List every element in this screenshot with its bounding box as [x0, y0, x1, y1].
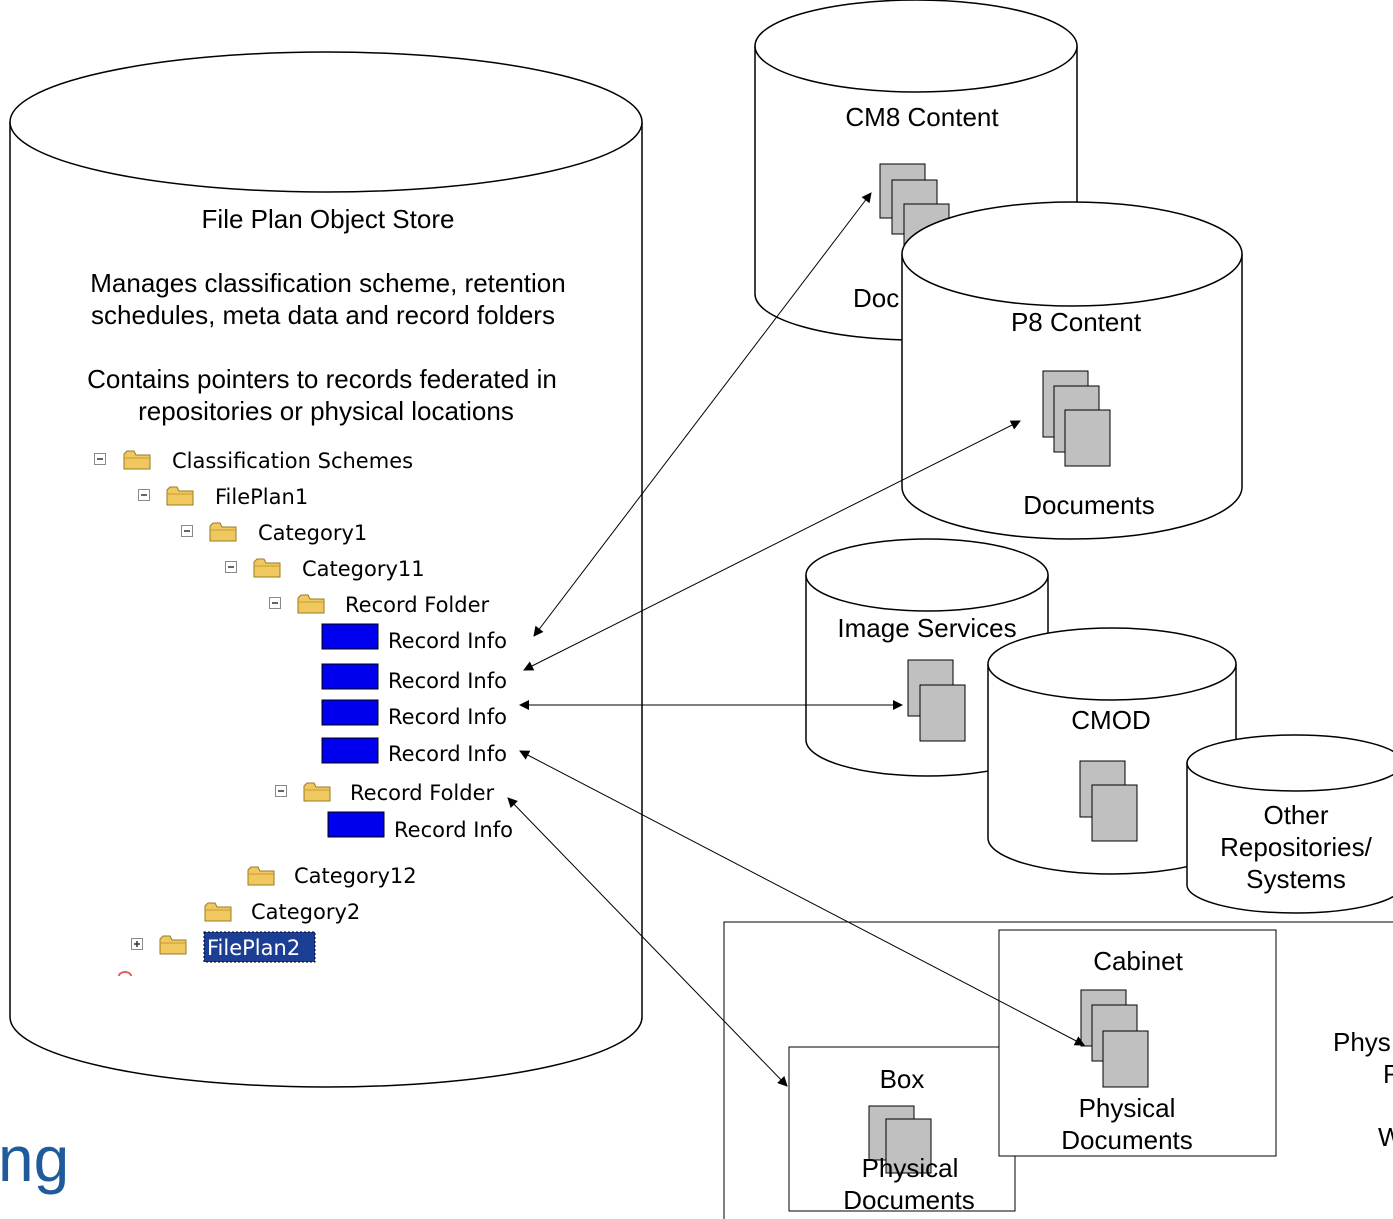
other-repositories-cylinder: [1186, 734, 1393, 914]
tree-category1[interactable]: Category1: [180, 521, 368, 545]
record-icon: [321, 623, 379, 650]
partial-tree-icon: [118, 971, 132, 977]
record-icon: [321, 737, 379, 764]
tree-label: Category12: [294, 864, 417, 888]
tree-fileplan2[interactable]: FilePlan2: [130, 931, 316, 963]
expand-icon[interactable]: [130, 937, 144, 951]
p8-documents-icon: [1042, 370, 1111, 467]
p8-title: P8 Content: [1011, 307, 1142, 337]
collapse-icon[interactable]: [93, 452, 107, 466]
tree-label: Category2: [251, 900, 360, 924]
cabinet-documents-icon: [1080, 989, 1149, 1088]
cabinet-caption-line-2: Documents: [1061, 1125, 1193, 1155]
tree-classification-schemes[interactable]: Classification Schemes: [93, 449, 414, 473]
tree-label: Record Info: [388, 705, 507, 729]
cm8-caption: Doc: [853, 283, 899, 313]
tree-label: Category1: [258, 521, 367, 545]
other-repos-line-3: Systems: [1246, 864, 1346, 894]
box-caption-line-2: Documents: [843, 1185, 975, 1215]
tree-label: Record Info: [388, 669, 507, 693]
cmod-title: CMOD: [1071, 705, 1150, 735]
tree-label: Record Folder: [345, 593, 489, 617]
tree-record-info-5[interactable]: Record Info: [327, 811, 513, 842]
tree-record-folder-2[interactable]: Record Folder: [274, 781, 495, 805]
cabinet-title: Cabinet: [1093, 946, 1183, 976]
tree-label: Classification Schemes: [172, 449, 413, 473]
box-documents-icon: [868, 1105, 932, 1174]
box-title: Box: [880, 1064, 925, 1094]
fileplan-store-cylinder: [9, 51, 643, 1088]
tree-record-info-1[interactable]: Record Info: [321, 623, 507, 653]
arrow-folder-to-box: [507, 797, 788, 1087]
record-icon: [321, 663, 379, 690]
fileplan-store-desc-1: Manages classification scheme, retention: [90, 268, 565, 298]
physical-side-text-3: W: [1378, 1122, 1393, 1152]
tree-label: FilePlan2: [207, 936, 300, 960]
tree-label: FilePlan1: [215, 485, 308, 509]
fileplan-store-desc-4: repositories or physical locations: [138, 396, 514, 426]
tree-label: Record Info: [388, 742, 507, 766]
cm8-title: CM8 Content: [845, 102, 999, 132]
tree-record-info-4[interactable]: Record Info: [321, 737, 507, 766]
physical-side-text-2: R: [1383, 1059, 1393, 1089]
other-repos-line-2: Repositories/: [1220, 832, 1373, 862]
tree-label: Record Folder: [350, 781, 494, 805]
record-icon: [327, 811, 385, 838]
other-repos-line-1: Other: [1263, 800, 1328, 830]
tree-label: Record Info: [394, 818, 513, 842]
collapse-icon[interactable]: [137, 488, 151, 502]
fileplan-store-desc-3: Contains pointers to records federated i…: [87, 364, 557, 394]
box-caption-line-1: Physical: [862, 1153, 959, 1183]
tree-label: Category11: [302, 557, 425, 581]
record-icon: [321, 699, 379, 726]
tree-fileplan1[interactable]: FilePlan1: [137, 485, 309, 509]
corner-heading-fragment: ng: [0, 1123, 69, 1195]
cmod-documents-icon: [1079, 760, 1138, 842]
p8-caption: Documents: [1023, 490, 1155, 520]
tree-category12[interactable]: Category12: [247, 864, 417, 888]
fileplan-store-title: File Plan Object Store: [202, 204, 455, 234]
image-services-title: Image Services: [837, 613, 1016, 643]
image-services-documents-icon: [907, 659, 966, 742]
collapse-icon[interactable]: [268, 596, 282, 610]
collapse-icon[interactable]: [224, 560, 238, 574]
collapse-icon[interactable]: [180, 524, 194, 538]
selection-highlight: [203, 931, 316, 963]
tree-record-info-2[interactable]: Record Info: [321, 663, 507, 693]
tree-category2[interactable]: Category2: [204, 900, 360, 924]
arrow-record-to-p8: [523, 420, 1021, 671]
cabinet-caption-line-1: Physical: [1079, 1093, 1176, 1123]
physical-side-text-1: Phys: [1333, 1027, 1391, 1057]
fileplan-store-desc-2: schedules, meta data and record folders: [91, 300, 555, 330]
tree-category11[interactable]: Category11: [224, 557, 425, 581]
collapse-icon[interactable]: [274, 784, 288, 798]
tree-label: Record Info: [388, 629, 507, 653]
tree-record-folder-1[interactable]: Record Folder: [268, 593, 490, 617]
tree-record-info-3[interactable]: Record Info: [321, 699, 507, 729]
